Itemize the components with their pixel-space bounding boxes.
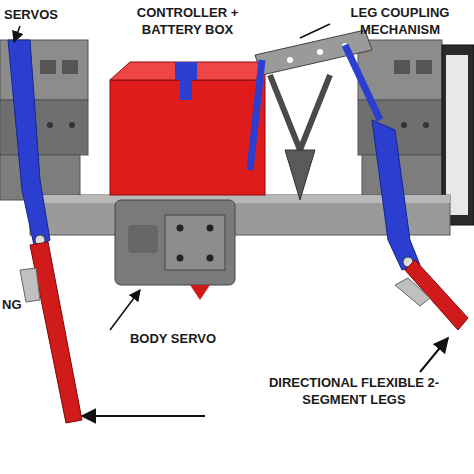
part-label: LEG COUPLING MECHANISM (335, 4, 465, 38)
part-label: DIRECTIONAL FLEXIBLE 2-SEGMENT LEGS (240, 374, 468, 408)
part-label: CONTROLLER + BATTERY BOX (130, 4, 245, 38)
part-label: SERVOS (4, 6, 74, 23)
part-label: BODY SERVO (118, 330, 228, 347)
part-label: NG (2, 296, 26, 313)
